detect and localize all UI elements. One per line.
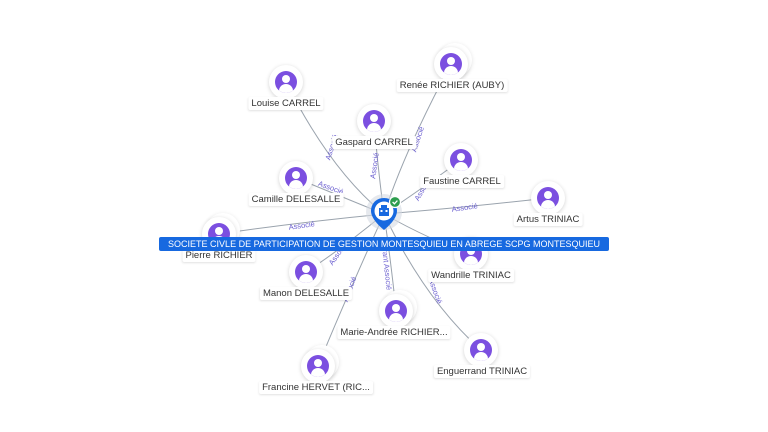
person-avatar-icon[interactable]	[269, 65, 303, 99]
person-name-label[interactable]: Manon DELESALLE	[259, 287, 353, 300]
person-avatar-icon[interactable]	[289, 255, 323, 289]
person-name-label[interactable]: Artus TRINIAC	[513, 213, 583, 226]
person-name-label[interactable]: Pierre RICHIER	[182, 249, 256, 262]
person-avatar-icon[interactable]	[434, 47, 468, 81]
person-name-label[interactable]: Camille DELESALLE	[248, 193, 344, 206]
person-avatar-icon[interactable]	[301, 349, 335, 383]
person-name-label[interactable]: Gaspard CARREL	[332, 136, 416, 149]
person-avatar-icon[interactable]	[279, 161, 313, 195]
person-name-label[interactable]: Wandrille TRINIAC	[428, 269, 514, 282]
edge-role-label: Associé	[451, 201, 478, 214]
person-name-label[interactable]: Marie-Andrée RICHIER...	[337, 326, 451, 339]
person-avatar-icon[interactable]	[531, 181, 565, 215]
company-pin-icon[interactable]	[366, 194, 402, 240]
verified-check-icon	[388, 195, 402, 209]
person-name-label[interactable]: Faustine CARREL	[420, 175, 504, 188]
edge-role-label: Associé	[368, 152, 381, 179]
person-name-label[interactable]: Renée RICHIER (AUBY)	[396, 79, 508, 92]
person-name-label[interactable]: Enguerrand TRINIAC	[433, 365, 531, 378]
person-avatar-icon[interactable]	[379, 294, 413, 328]
person-avatar-icon[interactable]	[444, 143, 478, 177]
edge-role-label: Associé	[288, 219, 315, 232]
company-label[interactable]: SOCIETE CIVLE DE PARTICIPATION DE GESTIO…	[159, 237, 609, 251]
person-avatar-icon[interactable]	[357, 104, 391, 138]
person-avatar-icon[interactable]	[464, 333, 498, 367]
company-building-icon	[379, 205, 389, 216]
person-name-label[interactable]: Francine HERVET (RIC...	[259, 381, 373, 394]
person-name-label[interactable]: Louise CARREL	[248, 97, 324, 110]
